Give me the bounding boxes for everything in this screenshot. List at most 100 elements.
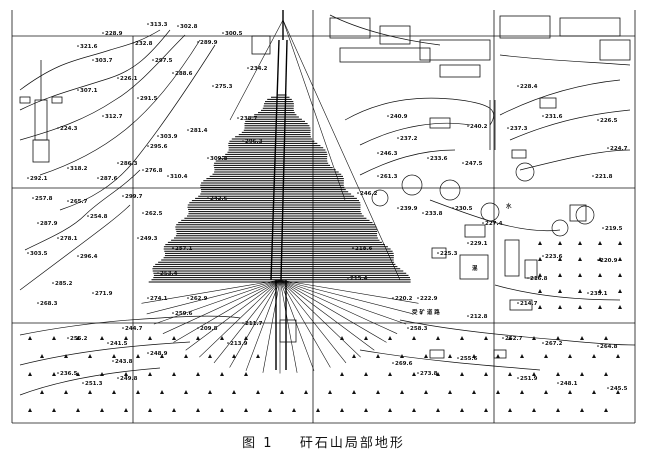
field-symbol xyxy=(100,408,104,412)
radial-lines xyxy=(141,19,419,374)
spot-height: 296.4 xyxy=(80,254,98,260)
field-symbol xyxy=(196,372,200,376)
spot-height-dot xyxy=(57,127,59,129)
tree-symbols xyxy=(371,162,595,237)
field-symbol xyxy=(496,390,500,394)
field-symbol xyxy=(508,372,512,376)
spot-height: 213.9 xyxy=(230,341,248,347)
spot-height: 258.3 xyxy=(410,326,428,332)
spot-height: 223.6 xyxy=(545,254,563,260)
spot-height-dot xyxy=(147,23,149,25)
field-symbol xyxy=(52,372,56,376)
field-symbol xyxy=(376,390,380,394)
spot-height-dot xyxy=(167,175,169,177)
map-grid xyxy=(11,10,636,424)
spot-height: 228.4 xyxy=(520,84,538,90)
field-symbol xyxy=(292,408,296,412)
spot-height-dot xyxy=(517,377,519,379)
field-symbol xyxy=(76,336,80,340)
gangue-pile-hatching xyxy=(148,94,411,283)
spot-height-dot xyxy=(247,67,249,69)
spot-height: 222.9 xyxy=(420,296,438,302)
spot-height-dot xyxy=(467,125,469,127)
spot-height-dot xyxy=(147,352,149,354)
spot-height: 268.3 xyxy=(40,301,58,307)
spot-height: 249.8 xyxy=(120,376,138,382)
spot-height: 248.9 xyxy=(150,351,168,357)
field-symbol xyxy=(578,273,582,277)
radial-line xyxy=(279,279,398,334)
field-symbol xyxy=(556,372,560,376)
spot-height: 231.6 xyxy=(545,114,563,120)
spot-height: 297.5 xyxy=(155,58,173,64)
field-symbol xyxy=(538,305,542,309)
field-symbol xyxy=(220,336,224,340)
field-symbol xyxy=(604,408,608,412)
field-symbol xyxy=(28,408,32,412)
spot-height: 276.8 xyxy=(145,168,163,174)
field-symbol xyxy=(28,336,32,340)
field-symbol xyxy=(112,354,116,358)
spot-height-dot xyxy=(197,41,199,43)
spot-height: 243.8 xyxy=(115,359,133,365)
field-symbol xyxy=(544,354,548,358)
field-symbol xyxy=(340,408,344,412)
radial-line xyxy=(262,279,281,373)
field-symbol xyxy=(232,354,236,358)
spot-height: 267.2 xyxy=(545,341,563,347)
spot-height-dot xyxy=(142,169,144,171)
spot-height-dot xyxy=(587,292,589,294)
field-symbol xyxy=(28,372,32,376)
spot-height-dot xyxy=(377,152,379,154)
spot-height-dot xyxy=(597,345,599,347)
spot-height: 212.8 xyxy=(470,314,488,320)
field-symbol xyxy=(124,408,128,412)
field-symbol xyxy=(244,336,248,340)
field-symbols xyxy=(28,241,622,412)
spot-height: 286.3 xyxy=(120,161,138,167)
field-symbol xyxy=(578,305,582,309)
field-symbol xyxy=(604,372,608,376)
field-symbol xyxy=(460,372,464,376)
spot-height: 288.6 xyxy=(175,71,193,77)
field-symbol xyxy=(532,372,536,376)
spot-height-dot xyxy=(397,137,399,139)
spot-height: 244.7 xyxy=(125,326,143,332)
spot-height-dot xyxy=(407,327,409,329)
field-symbol xyxy=(558,305,562,309)
field-symbol xyxy=(556,408,560,412)
spot-height: 245.5 xyxy=(610,386,628,392)
field-symbol xyxy=(136,354,140,358)
spot-height-dot xyxy=(37,222,39,224)
field-symbol xyxy=(538,289,542,293)
spot-height-dot xyxy=(117,162,119,164)
field-symbol xyxy=(436,336,440,340)
field-symbol xyxy=(340,336,344,340)
spot-height-dot xyxy=(137,237,139,239)
field-symbol xyxy=(364,336,368,340)
spot-height: 275.3 xyxy=(215,84,233,90)
spot-height: 254.8 xyxy=(90,214,108,220)
spot-height-dot xyxy=(517,302,519,304)
spot-height: 291.5 xyxy=(140,96,158,102)
spot-height-dot xyxy=(352,247,354,249)
spot-height: 232.8 xyxy=(135,41,153,47)
field-symbol xyxy=(112,390,116,394)
spot-height-dot xyxy=(557,382,559,384)
spot-height: 307.1 xyxy=(80,88,98,94)
spot-height-dot xyxy=(52,282,54,284)
spot-height-dot xyxy=(607,387,609,389)
field-symbol xyxy=(400,390,404,394)
field-symbol xyxy=(160,354,164,358)
spot-height-dot xyxy=(152,59,154,61)
spot-height: 242.6 xyxy=(210,196,228,202)
contour-lines xyxy=(19,14,636,396)
field-symbol xyxy=(598,241,602,245)
field-symbol xyxy=(508,408,512,412)
spot-height-dot xyxy=(417,372,419,374)
radial-line xyxy=(279,279,375,351)
spot-height-dot xyxy=(102,32,104,34)
field-symbol xyxy=(604,336,608,340)
spot-height-dot xyxy=(597,119,599,121)
spot-height-dot xyxy=(507,127,509,129)
